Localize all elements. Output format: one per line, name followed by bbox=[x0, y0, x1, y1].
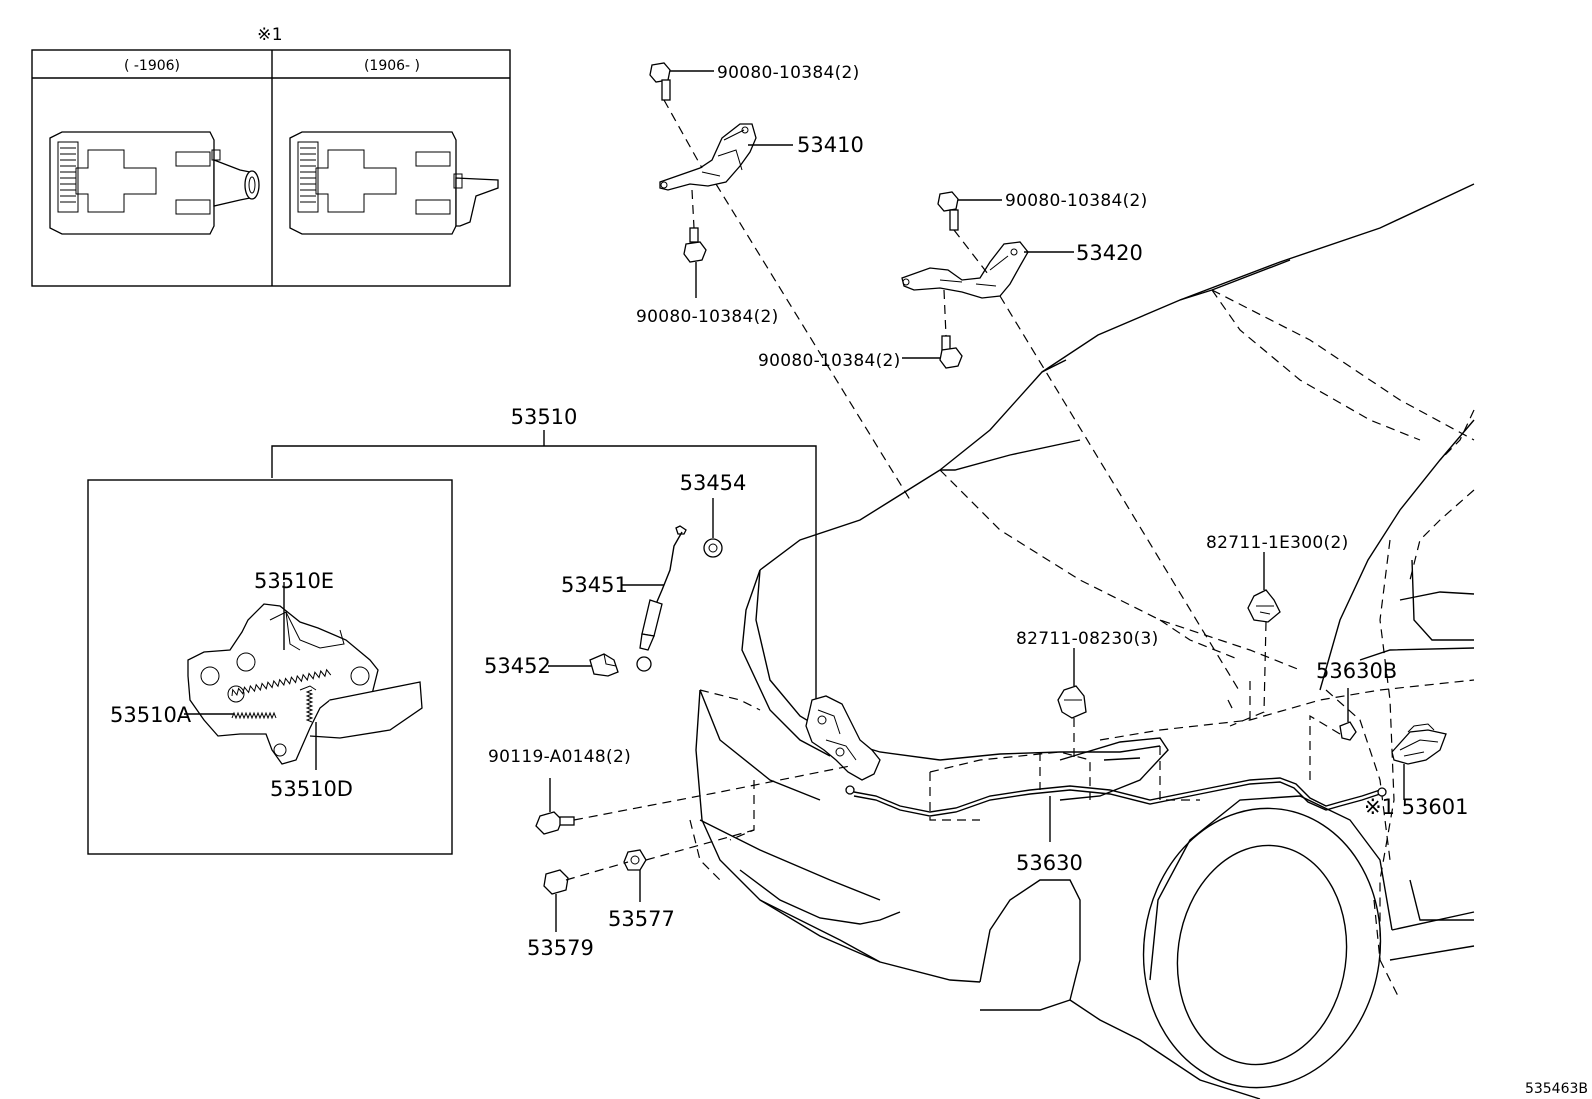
cable-clamp-icon bbox=[1057, 648, 1087, 719]
wheel-inner bbox=[1176, 844, 1348, 1066]
callout-53579: 53579 bbox=[527, 936, 594, 960]
variant-inset: ※1 ( -1906) (1906- ) bbox=[31, 25, 511, 287]
hood-hinge-right bbox=[901, 241, 1029, 299]
callout-53454: 53454 bbox=[680, 471, 747, 495]
callout-53510d: 53510D bbox=[270, 777, 353, 801]
hood-hinge-left bbox=[659, 123, 757, 191]
hood-support-rod bbox=[622, 525, 687, 672]
inset-col-right: (1906- ) bbox=[364, 58, 420, 74]
callout-53410: 53410 bbox=[797, 133, 864, 157]
callout-53510a: 53510A bbox=[110, 703, 192, 727]
bolt-icon bbox=[535, 778, 575, 835]
switch-variant-late bbox=[289, 131, 499, 235]
bolt-icon bbox=[937, 191, 959, 231]
callout-53630b: 53630B bbox=[1316, 659, 1397, 683]
callout-53451: 53451 bbox=[561, 573, 628, 597]
hood-lock-mechanism bbox=[187, 603, 423, 765]
hood-lock-on-vehicle bbox=[805, 695, 881, 781]
hinge-assembly-right bbox=[901, 191, 1241, 693]
hood-release-cable bbox=[845, 777, 1387, 842]
callout-90080-10384-c: 90080-10384(2) bbox=[636, 307, 779, 327]
callout-53577: 53577 bbox=[608, 907, 675, 931]
callout-82711-1e300: 82711-1E300(2) bbox=[1206, 533, 1349, 553]
clip-icon bbox=[543, 869, 569, 932]
rod-grommet-icon bbox=[703, 498, 723, 558]
callout-53452: 53452 bbox=[484, 654, 551, 678]
cable-clip-icon bbox=[1339, 688, 1357, 741]
cable-clamp-icon bbox=[1247, 552, 1281, 623]
vehicle-outline bbox=[689, 183, 1475, 1099]
diagram-code: 535463B bbox=[1525, 1081, 1588, 1097]
inset-col-left: ( -1906) bbox=[124, 58, 180, 74]
bolt-icon bbox=[649, 62, 671, 101]
callout-90119-a0148: 90119-A0148(2) bbox=[488, 747, 631, 767]
callout-53630: 53630 bbox=[1016, 851, 1083, 875]
callout-82711-08230: 82711-08230(3) bbox=[1016, 629, 1159, 649]
bolt-icon bbox=[683, 227, 707, 263]
bolt-icon bbox=[939, 335, 963, 369]
hinge-assembly-left bbox=[649, 62, 913, 504]
callout-53510: 53510 bbox=[511, 405, 578, 429]
callout-53601: ※1 53601 bbox=[1364, 795, 1468, 819]
inset-mark: ※1 bbox=[257, 25, 283, 45]
callout-53510e: 53510E bbox=[254, 569, 334, 593]
callout-53420: 53420 bbox=[1076, 241, 1143, 265]
hood-lock-assy-group bbox=[87, 430, 817, 855]
rod-holder-clip-icon bbox=[548, 653, 619, 677]
callout-labels: 90080-10384(2) 53410 90080-10384(2) 5342… bbox=[110, 63, 1588, 1097]
lock-detail-frame bbox=[87, 479, 453, 855]
switch-variant-early bbox=[49, 131, 260, 235]
callout-90080-10384-b: 90080-10384(2) bbox=[1005, 191, 1148, 211]
callout-90080-10384-a: 90080-10384(2) bbox=[717, 63, 860, 83]
wheel-outer bbox=[1142, 807, 1382, 1089]
clip-icon bbox=[623, 849, 647, 902]
hood-release-lever bbox=[1391, 723, 1447, 800]
callout-90080-10384-d: 90080-10384(2) bbox=[758, 351, 901, 371]
inset-frame bbox=[31, 49, 511, 287]
